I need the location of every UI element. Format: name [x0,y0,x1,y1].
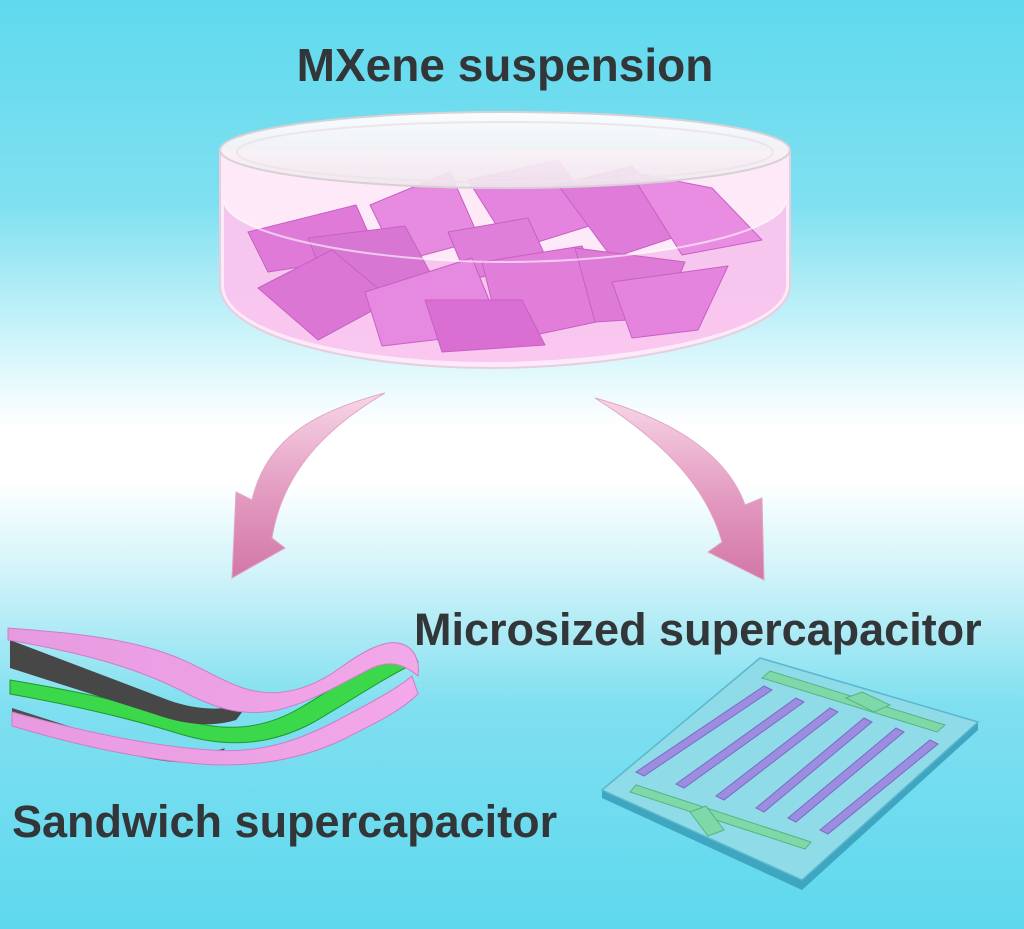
electrode-finger [819,739,939,835]
dish-rim [219,111,791,189]
electrode-finger [787,727,905,823]
microsized-supercapacitor [600,657,980,890]
mxene-flake [629,171,763,256]
sandwich-top-pink-sheet [7,627,419,713]
mxene-flake [424,299,546,353]
dish-rim-inner [236,121,774,183]
microsized-supercapacitor-label: Microsized supercapacitor [414,604,982,655]
liquid-surface-highlight [223,199,787,264]
sandwich-supercapacitor [7,627,419,766]
arrow-to-sandwich [231,392,386,579]
electrode-finger [675,697,805,789]
electrode-finger [715,707,839,801]
collector-tab [689,805,725,837]
interdigitated-fingers [635,685,939,835]
substrate [600,657,980,881]
arrow-to-microsized [594,397,765,581]
electrode-finger [635,685,773,777]
electrode-top-gray [10,640,250,725]
collector-bar [629,784,812,850]
current-collector-bottom [629,784,812,850]
sandwich-bottom-pink-sheet [11,675,419,766]
electrode-finger [755,717,873,813]
current-collector-top [760,670,947,733]
mxene-suspension-label: MXene suspension [296,39,714,91]
petri-dish [219,111,791,370]
mxene-flake [611,265,729,339]
collector-tab [844,691,892,713]
sandwich-supercapacitor-label: Sandwich supercapacitor [12,796,558,847]
